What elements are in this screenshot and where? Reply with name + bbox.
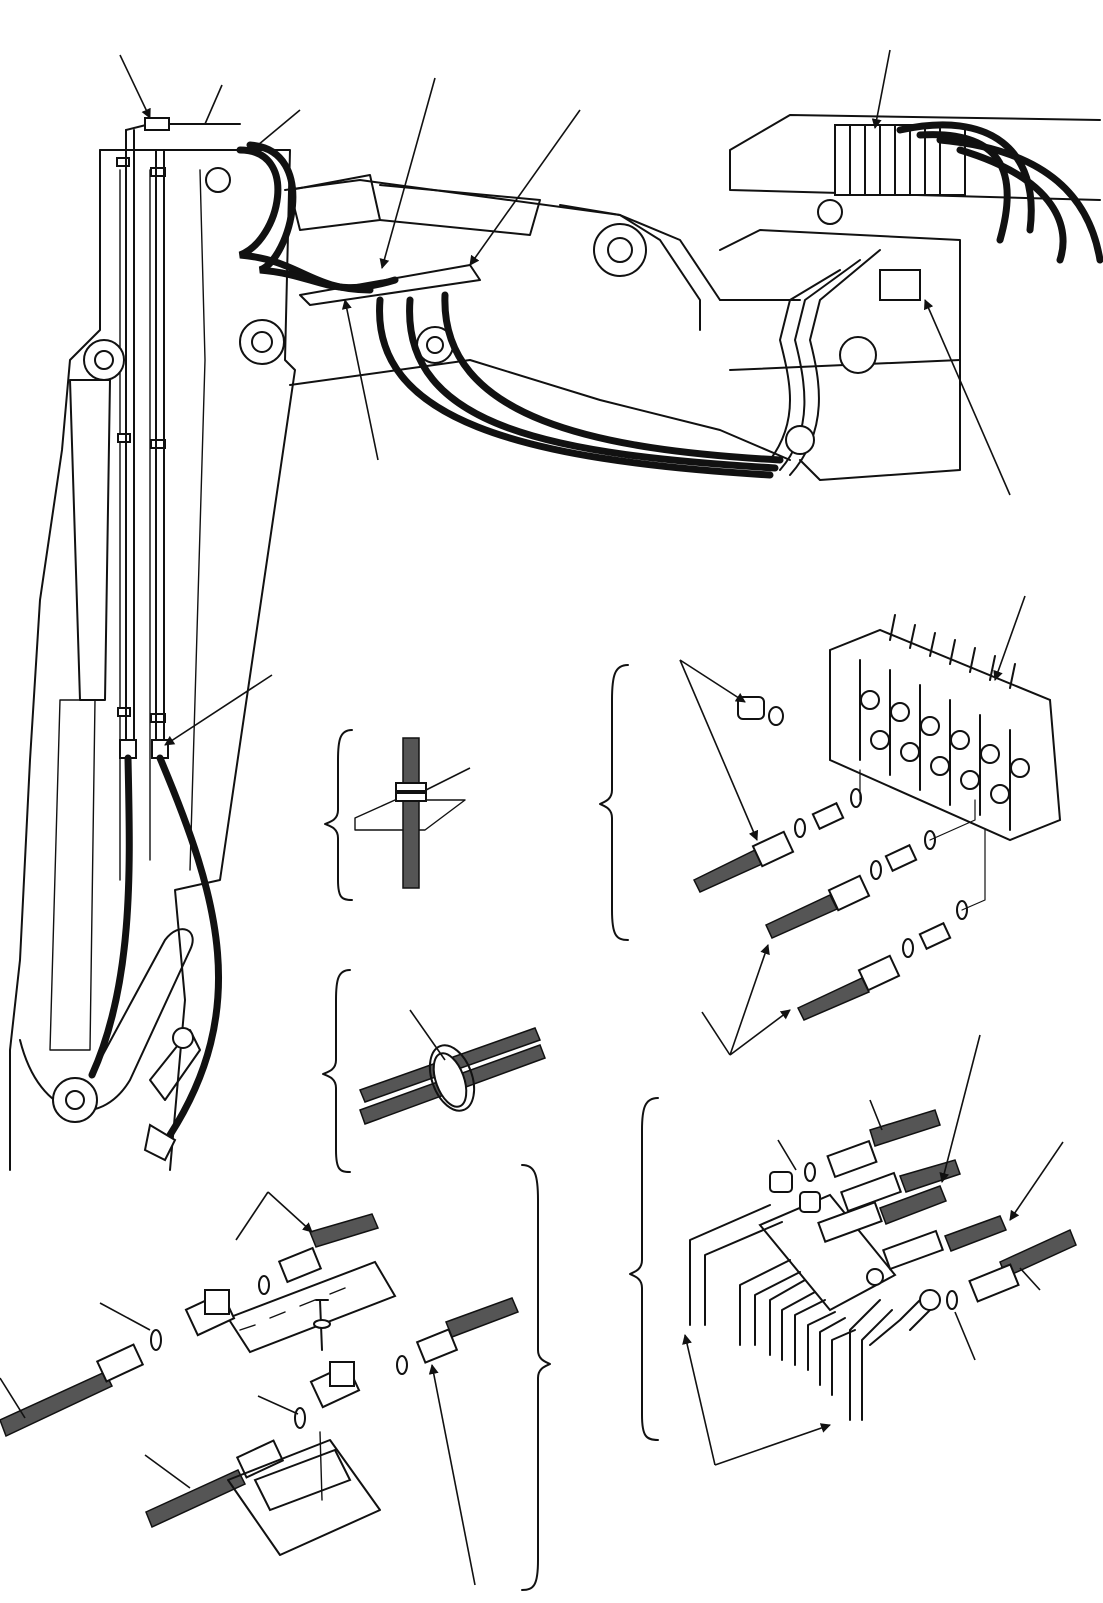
detail-valve-port-pipes — [629, 1034, 1077, 1466]
detail-band-clamp — [322, 969, 546, 1173]
arm-assembly — [9, 149, 296, 1171]
detail-arm-junction-block — [0, 1164, 551, 1591]
main-view-leaders — [119, 49, 1011, 746]
boom-hoses — [236, 141, 881, 479]
arm-pipes — [88, 117, 241, 1162]
control-valve-top — [834, 121, 1103, 264]
boom-assembly — [284, 174, 791, 461]
detail-clamp-vertical — [324, 729, 471, 901]
swing-bracket-and-valve — [719, 114, 1103, 481]
detail-control-valve-exploded — [599, 595, 1062, 1056]
